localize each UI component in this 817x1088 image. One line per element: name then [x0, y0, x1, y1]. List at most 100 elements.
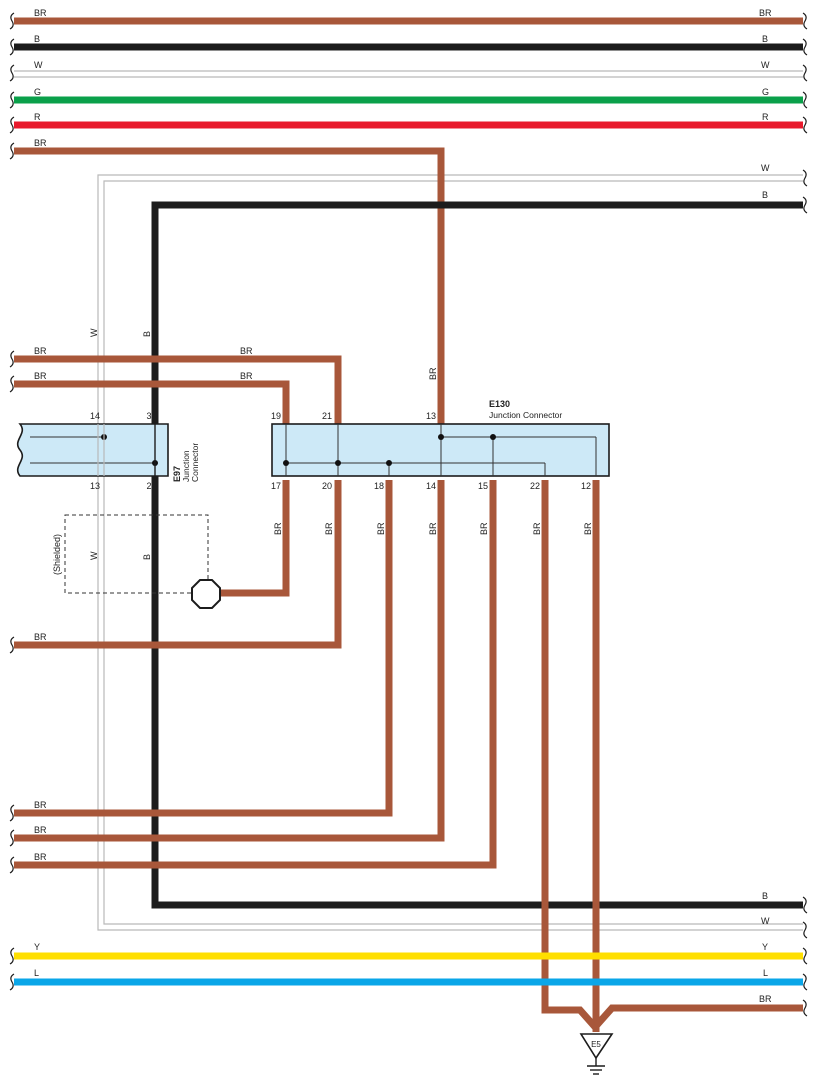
- e130-junction-dot: [438, 434, 444, 440]
- e97-name-line2: Connector: [190, 443, 200, 482]
- left-brace-icon: [9, 804, 15, 822]
- wire-label: B: [762, 891, 768, 901]
- wire-label: BR: [34, 371, 47, 381]
- wire-label: L: [34, 968, 39, 978]
- wire-label: BR: [583, 522, 593, 535]
- wire-label: W: [761, 163, 770, 173]
- e130-junction-dot: [386, 460, 392, 466]
- e130-pin-label: 18: [374, 481, 384, 491]
- left-brace-icon: [9, 116, 15, 134]
- bottom-bus: [14, 952, 803, 986]
- left-brace-icon: [9, 947, 15, 965]
- wire-br-e130-15: [14, 480, 497, 869]
- right-brace-icon: [802, 116, 808, 134]
- right-brace-icon: [802, 169, 808, 187]
- e130-id: E130: [489, 399, 510, 409]
- left-brace-icon: [9, 12, 15, 30]
- wire-label: BR: [532, 522, 542, 535]
- wire-label: BR: [759, 8, 772, 18]
- right-brace-icon: [802, 196, 808, 214]
- wire-label: Y: [762, 942, 768, 952]
- wire-br-e130-14: [14, 480, 445, 842]
- e130-pin-label: 14: [426, 481, 436, 491]
- wire-label: BR: [240, 346, 253, 356]
- wire-label: G: [34, 87, 41, 97]
- wire-w-loop-inner: [103, 180, 803, 925]
- wire-b-loop: [151, 201, 803, 909]
- e130-pin-label: 13: [426, 411, 436, 421]
- wire-label: W: [761, 60, 770, 70]
- wire-label: W: [761, 916, 770, 926]
- wire-br-e130-18: [14, 480, 393, 817]
- top-bus: [14, 17, 803, 129]
- e130-name: Junction Connector: [489, 410, 562, 420]
- wire-labels: BR BR B B W W G G R R BR W B W B BR BR B…: [34, 8, 772, 1004]
- wire-label: BR: [34, 138, 47, 148]
- e130-pin-label: 15: [478, 481, 488, 491]
- wire-label: R: [34, 112, 41, 122]
- shield-ground-octagon: [191, 579, 221, 609]
- e130-junction-dot: [283, 460, 289, 466]
- right-brace-icon: [802, 64, 808, 82]
- wire-label: BR: [34, 632, 47, 642]
- connector-e97-body: [16, 423, 169, 477]
- wire-br-e130-20: [14, 480, 342, 649]
- shield-box: [64, 514, 209, 594]
- left-brace-icon: [9, 350, 15, 368]
- wire-label: R: [762, 112, 769, 122]
- wire-label: BR: [428, 367, 438, 380]
- wire-label: L: [763, 968, 768, 978]
- left-brace-icon: [9, 973, 15, 991]
- wire-label: W: [89, 328, 99, 337]
- shield-label: (Shielded): [52, 534, 62, 575]
- wire-label: BR: [34, 8, 47, 18]
- left-brace-icon: [9, 856, 15, 874]
- connector-labels: 14 3 13 2 E97 Junction Connector E130 Ju…: [52, 399, 591, 575]
- e130-junction-dot: [335, 460, 341, 466]
- wire-label: BR: [428, 522, 438, 535]
- wire-label: B: [34, 34, 40, 44]
- wire-br-e130-17: [221, 480, 290, 597]
- wire-w-loop-outer: [97, 174, 803, 931]
- e130-pin-label: 20: [322, 481, 332, 491]
- wire-label: BR: [34, 852, 47, 862]
- e130-pin-label: 21: [322, 411, 332, 421]
- harness: [14, 147, 803, 1032]
- wire-label: BR: [759, 994, 772, 1004]
- wire-label: BR: [479, 522, 489, 535]
- wire-label: B: [762, 34, 768, 44]
- right-brace-icon: [802, 896, 808, 914]
- left-brace-icon: [9, 142, 15, 160]
- right-brace-icon: [802, 12, 808, 30]
- wire-label: B: [142, 331, 152, 337]
- e130-pin-label: 19: [271, 411, 281, 421]
- wire-label: BR: [34, 800, 47, 810]
- left-brace-icon: [9, 64, 15, 82]
- wire-label: BR: [34, 825, 47, 835]
- right-brace-icon: [802, 973, 808, 991]
- shield: [64, 514, 221, 609]
- wire-label: B: [142, 554, 152, 560]
- wire-label: G: [762, 87, 769, 97]
- wire-end-braces: [9, 12, 808, 1017]
- ground-e5: E5: [579, 1033, 614, 1075]
- e97-id: E97: [172, 466, 182, 482]
- e130-junction-dot: [490, 434, 496, 440]
- wire-br-e130-22: [541, 480, 599, 1031]
- wire-label: Y: [34, 942, 40, 952]
- e97-pin-label: 13: [90, 481, 100, 491]
- connector-e97: [16, 423, 169, 477]
- wire-label: BR: [240, 371, 253, 381]
- wire-label: BR: [34, 346, 47, 356]
- wire-label: W: [34, 60, 43, 70]
- left-brace-icon: [9, 636, 15, 654]
- left-brace-icon: [9, 38, 15, 56]
- e130-pin-label: 22: [530, 481, 540, 491]
- wire-label: BR: [376, 522, 386, 535]
- left-brace-icon: [9, 375, 15, 393]
- connector-e130: [271, 423, 610, 477]
- e97-pin-label: 14: [90, 411, 100, 421]
- wire-label: B: [762, 190, 768, 200]
- left-brace-icon: [9, 91, 15, 109]
